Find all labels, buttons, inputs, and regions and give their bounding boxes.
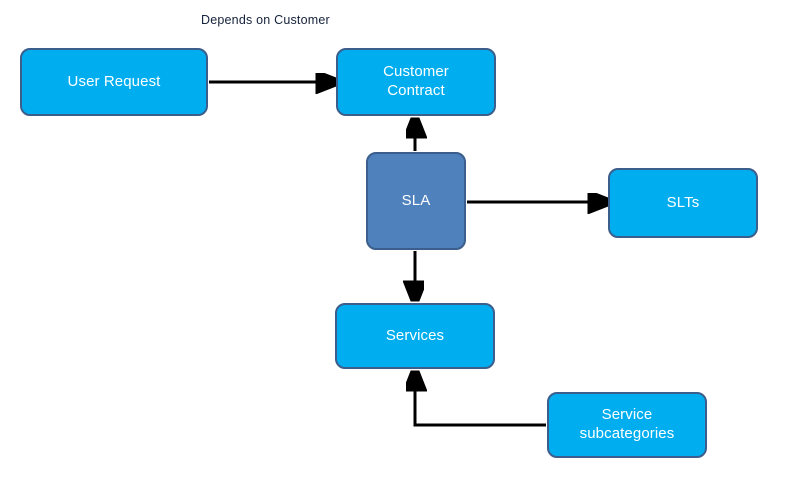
node-service-subcategories[interactable]: Service subcategories xyxy=(547,392,707,458)
node-sla[interactable]: SLA xyxy=(366,152,466,250)
node-customer-contract[interactable]: Customer Contract xyxy=(336,48,496,116)
node-slts[interactable]: SLTs xyxy=(608,168,758,238)
connector-service-subcategories-to-services xyxy=(415,373,546,427)
node-services[interactable]: Services xyxy=(335,303,495,369)
node-user-request[interactable]: User Request xyxy=(20,48,208,116)
edge-label-depends-on-customer: Depends on Customer xyxy=(201,13,330,27)
